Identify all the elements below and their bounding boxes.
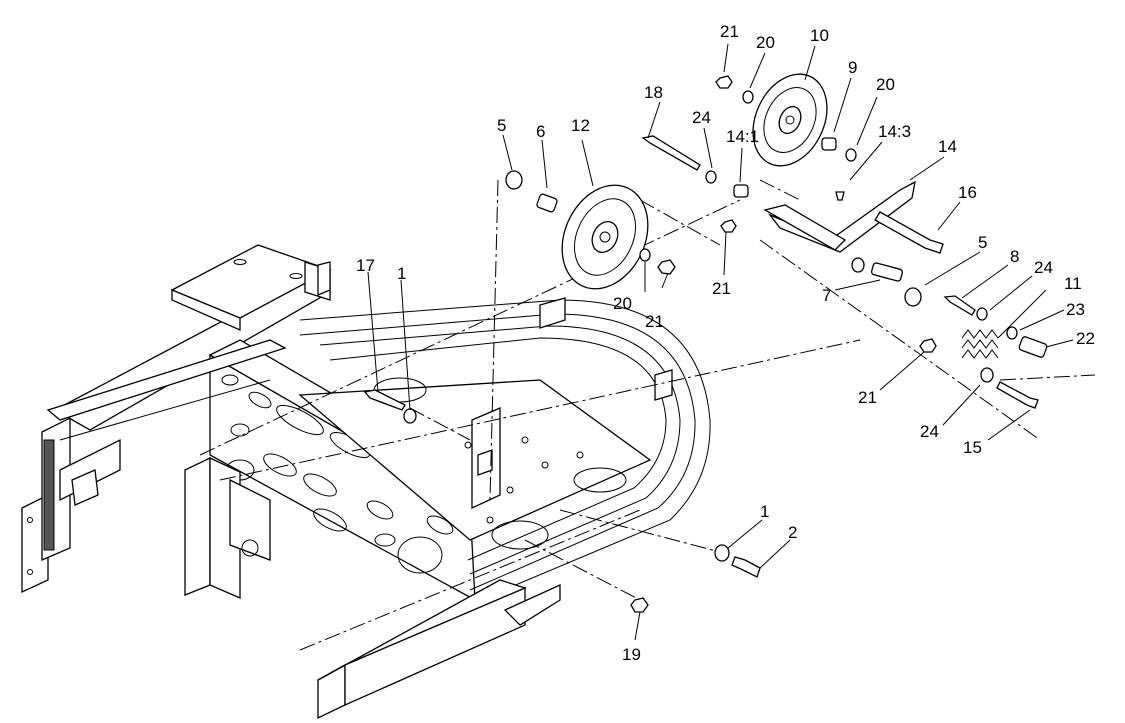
nut-21b (715, 75, 733, 89)
nut-21a (657, 259, 676, 275)
callout-18: 18 (644, 83, 663, 102)
washer-20a (639, 248, 651, 262)
callout-2: 2 (788, 523, 797, 542)
spring-11 (961, 329, 999, 359)
idler-pulley-10 (752, 73, 828, 167)
rear-crossbar (46, 339, 287, 441)
callout-20: 20 (876, 75, 895, 94)
nut-21d (919, 338, 937, 353)
leader-lines (367, 43, 1074, 641)
bushing-9 (821, 137, 837, 151)
callout-14: 14 (938, 137, 957, 156)
callout-24: 24 (920, 422, 939, 441)
callout-15: 15 (963, 438, 982, 457)
washer-20b (742, 90, 754, 104)
callout-19: 19 (622, 645, 641, 664)
callout-11: 11 (1064, 274, 1082, 293)
bushing-7 (851, 257, 865, 273)
bolt-15 (996, 381, 1039, 409)
loop-tab-3 (317, 261, 331, 296)
washer-23 (1006, 326, 1018, 340)
washer-24c (980, 367, 994, 383)
callout-21: 21 (712, 279, 731, 298)
callout-20: 20 (756, 33, 775, 52)
callout-12: 12 (571, 116, 590, 135)
loop-tab-2 (654, 369, 673, 401)
callout-23: 23 (1066, 300, 1085, 319)
hardware-parts (363, 75, 1048, 613)
spacer-22 (1018, 336, 1048, 358)
callout-labels: 21 20 10 9 20 18 24 14:1 14:3 14 16 5 6 … (356, 22, 1095, 664)
spacer-5a (505, 170, 523, 190)
callout-24: 24 (1034, 258, 1053, 277)
mower-frame (21, 244, 711, 720)
callout-24: 24 (692, 108, 711, 127)
bolt-2 (731, 556, 761, 578)
callout-14-3: 14:3 (878, 122, 911, 141)
callout-6: 6 (536, 122, 545, 141)
callout-1: 1 (760, 502, 769, 521)
pivot-tube-14 (763, 204, 847, 251)
bolt-17 (363, 389, 406, 411)
callout-20: 20 (613, 294, 632, 313)
bolt-8 (943, 295, 976, 316)
frame-leg (184, 456, 271, 599)
callout-1: 1 (397, 264, 406, 283)
callout-17: 17 (356, 256, 375, 275)
nut-21c (720, 219, 737, 233)
callout-8: 8 (1010, 247, 1019, 266)
callout-5: 5 (978, 233, 987, 252)
washer-1a (403, 408, 417, 424)
bumper-loop (299, 299, 711, 601)
sleeve-7 (870, 262, 904, 282)
washer-24b (976, 307, 988, 321)
callout-14-1: 14:1 (726, 127, 759, 146)
callout-21: 21 (645, 312, 664, 331)
callout-9: 9 (848, 58, 857, 77)
idler-arm-14 (767, 180, 916, 253)
spacer-5b (904, 287, 922, 307)
front-square-tube (317, 579, 561, 720)
bushing-14-1 (733, 184, 749, 198)
callout-21: 21 (858, 388, 877, 407)
callout-22: 22 (1076, 329, 1095, 348)
callout-16: 16 (958, 183, 977, 202)
washer-1b (714, 544, 730, 562)
fitting-14-3 (835, 191, 845, 201)
center-bracket (471, 407, 501, 510)
washer-20c (845, 148, 857, 162)
bolt-16 (874, 211, 944, 254)
callout-7: 7 (822, 286, 831, 305)
loop-tab-1 (539, 297, 566, 329)
bushing-6 (536, 193, 558, 213)
nut-19 (630, 597, 649, 613)
callout-5: 5 (497, 116, 506, 135)
washer-24a (705, 170, 717, 184)
centerlines (199, 179, 1096, 651)
callout-21: 21 (720, 22, 739, 41)
bolt-18 (641, 135, 701, 171)
callout-10: 10 (810, 26, 829, 45)
idler-pulley-12 (561, 184, 649, 290)
